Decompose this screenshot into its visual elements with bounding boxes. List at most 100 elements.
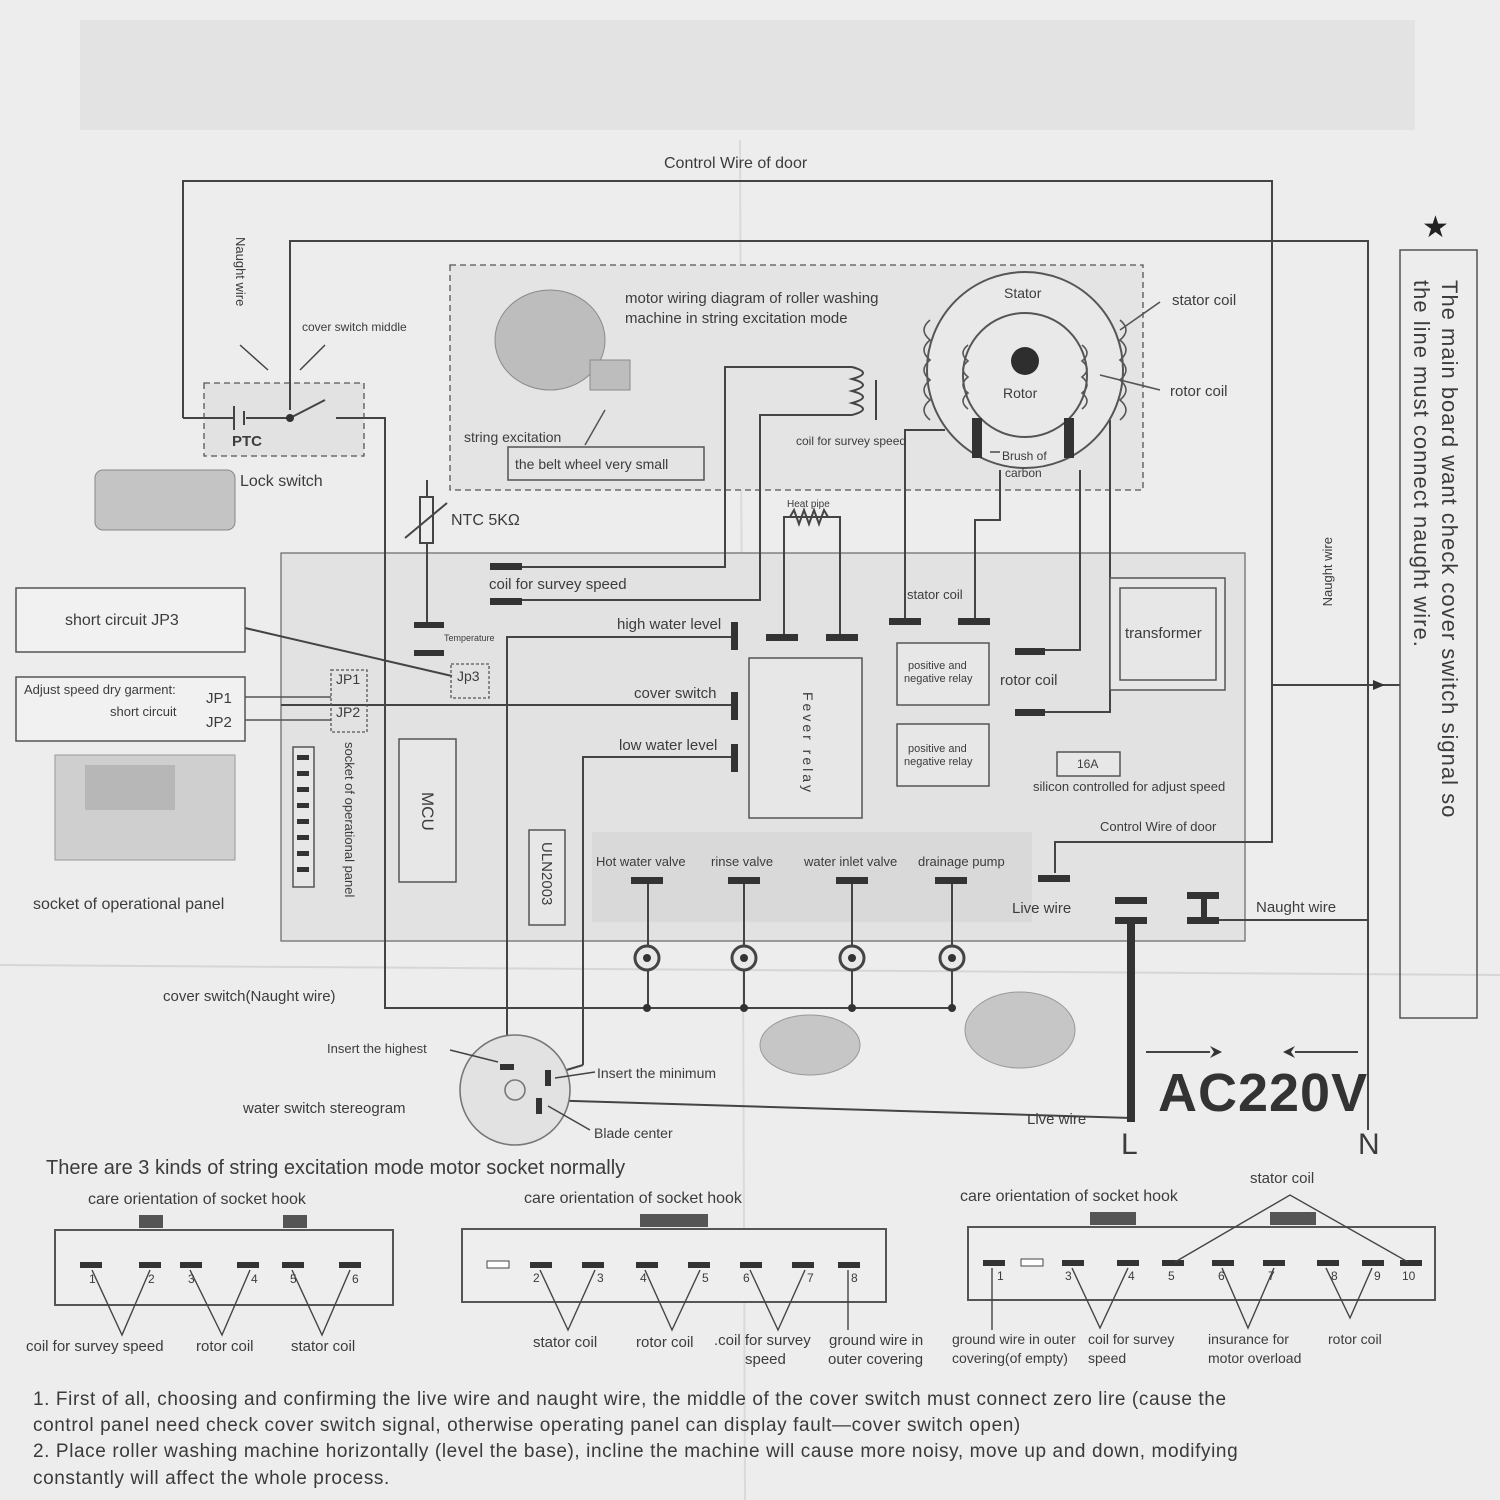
socket2-pin-8: 8	[851, 1271, 858, 1285]
socket3-pin-7: 7	[1268, 1269, 1275, 1283]
relay-1-label-b: negative relay	[904, 673, 973, 685]
socket2-label-rotor: rotor coil	[636, 1334, 694, 1351]
socket1-label-coil: coil for survey speed	[26, 1338, 164, 1355]
cover-switch-middle-label: cover switch middle	[302, 320, 407, 334]
rotor-coil-motor-label: rotor coil	[1170, 383, 1228, 400]
insert-highest-label: Insert the highest	[327, 1041, 427, 1056]
water-switch-label: water switch stereogram	[243, 1100, 406, 1117]
socket3-pin-4: 4	[1128, 1269, 1135, 1283]
live-wire-board-label: Live wire	[1012, 900, 1072, 917]
rotor-coil-board-label: rotor coil	[1000, 672, 1058, 689]
motor-title-line1: motor wiring diagram of roller washing	[625, 290, 879, 307]
socket1-pin-3: 3	[188, 1272, 195, 1286]
socket2-pin-3: 3	[597, 1271, 604, 1285]
adjust-speed-label-2: short circuit	[110, 704, 177, 719]
naught-wire-right-label: Naught wire	[1320, 537, 1335, 607]
socket2-pin-4: 4	[640, 1271, 647, 1285]
naught-wire-left-label: Naught wire	[233, 237, 248, 307]
socket2-care-label: care orientation of socket hook	[524, 1190, 742, 1207]
socket1-label-rotor: rotor coil	[196, 1338, 254, 1355]
socket3-pin-6: 6	[1218, 1269, 1225, 1283]
side-note-line2: the line must connect naught wire.	[1409, 280, 1434, 648]
rinse-valve-label: rinse valve	[711, 854, 774, 869]
socket2-label-coil-2: speed	[745, 1351, 786, 1368]
cover-switch-naught-label: cover switch(Naught wire)	[163, 988, 336, 1005]
socket3-pin-10: 10	[1402, 1269, 1416, 1283]
socket3-pin-5: 5	[1168, 1269, 1175, 1283]
transformer-label: transformer	[1125, 625, 1202, 642]
socket2-pin-5: 5	[702, 1271, 709, 1285]
hot-water-valve-label: Hot water valve	[596, 854, 686, 869]
scr-16a-label: 16A	[1077, 757, 1099, 771]
ntc-label: NTC 5KΩ	[451, 512, 520, 529]
lock-switch-label: Lock switch	[240, 473, 323, 490]
socket2-label-ground-1: ground wire in	[829, 1332, 924, 1349]
insert-minimum-label: Insert the minimum	[597, 1065, 717, 1081]
mcu-label: MCU	[418, 792, 437, 831]
ptc-label: PTC	[232, 433, 262, 450]
socket3-label-insurance-1: insurance for	[1208, 1331, 1289, 1347]
water-inlet-valve-label: water inlet valve	[804, 854, 898, 869]
jp1-side-label: JP1	[206, 690, 232, 707]
socket1-label-stator: stator coil	[291, 1338, 356, 1355]
jp3-label: Jp3	[457, 668, 480, 684]
jp2-label: JP2	[336, 704, 361, 720]
socket1-pin-2: 2	[148, 1272, 155, 1286]
relay-1-label-a: positive and	[908, 660, 967, 672]
motor-coil-survey-speed-label: coil for survey speed	[796, 434, 907, 448]
rotor-label: Rotor	[1003, 385, 1038, 401]
socket2-label-ground-2: outer covering	[828, 1351, 924, 1368]
socket-panel-label: socket of operational panel	[33, 896, 225, 913]
short-circuit-jp3-label: short circuit JP3	[65, 612, 179, 629]
socket3-label-insurance-2: motor overload	[1208, 1350, 1302, 1366]
note-line-2: control panel need check cover switch si…	[33, 1415, 1021, 1436]
relay-2-label-a: positive and	[908, 743, 967, 755]
temperature-label: Temperature	[444, 633, 495, 643]
socket3-pin-8: 8	[1331, 1269, 1338, 1283]
note-line-4: constantly will affect the whole process…	[33, 1468, 390, 1489]
socket3-label-ground-2: covering(of empty)	[952, 1350, 1068, 1366]
jp2-side-label: JP2	[206, 714, 232, 731]
blade-center-label: Blade center	[594, 1125, 673, 1141]
low-water-level-label: low water level	[619, 737, 718, 754]
socket1-care-label: care orientation of socket hook	[88, 1191, 306, 1208]
live-l-label: L	[1121, 1128, 1138, 1161]
sockets-heading: There are 3 kinds of string excitation m…	[46, 1157, 626, 1179]
socket3-label-coil-2: speed	[1088, 1350, 1127, 1366]
jp1-label: JP1	[336, 671, 361, 687]
stator-label: Stator	[1004, 285, 1042, 301]
naught-wire-board-label: Naught wire	[1256, 899, 1337, 916]
socket1-pin-5: 5	[290, 1272, 297, 1286]
adjust-speed-label-1: Adjust speed dry garment:	[24, 682, 176, 697]
ac220v-label: AC220V	[1158, 1063, 1369, 1123]
motor-title-line2: machine in string excitation mode	[625, 310, 848, 327]
uln2003-label: ULN2003	[538, 842, 555, 906]
cover-switch-label: cover switch	[634, 685, 717, 702]
socket2-label-stator: stator coil	[533, 1334, 598, 1351]
note-line-3: 2. Place roller washing machine horizont…	[33, 1441, 1239, 1462]
high-water-level-label: high water level	[617, 616, 722, 633]
socket2-label-coil-1: .coil for survey	[714, 1332, 811, 1349]
string-excitation-label: string excitation	[464, 429, 562, 445]
belt-wheel-label: the belt wheel very small	[515, 456, 669, 472]
socket3-pin-1: 1	[997, 1269, 1004, 1283]
side-note-line1: The main board want check cover switch s…	[1437, 280, 1462, 819]
control-wire-of-door-top: Control Wire of door	[664, 155, 808, 172]
star-icon: ★	[1422, 211, 1449, 244]
socket-panel-vertical-label: socket of operational panel	[342, 742, 357, 898]
neutral-n-label: N	[1358, 1128, 1380, 1161]
stator-coil-motor-label: stator coil	[1172, 292, 1237, 309]
socket3-label-rotor: rotor coil	[1328, 1331, 1382, 1347]
drainage-pump-label: drainage pump	[918, 854, 1005, 869]
live-wire-bottom-label: Live wire	[1027, 1111, 1087, 1128]
note-line-1: 1. First of all, choosing and confirming…	[33, 1389, 1227, 1410]
socket2-pin-2: 2	[533, 1271, 540, 1285]
socket3-care-label: care orientation of socket hook	[960, 1188, 1178, 1205]
fever-relay-label: Fever relay	[800, 692, 816, 796]
socket2-pin-7: 7	[807, 1271, 814, 1285]
socket3-label-ground-1: ground wire in outer	[952, 1331, 1076, 1347]
socket3-pin-3: 3	[1065, 1269, 1072, 1283]
socket3-stator-coil-label: stator coil	[1250, 1170, 1315, 1187]
control-wire-board-label: Control Wire of door	[1100, 819, 1217, 834]
